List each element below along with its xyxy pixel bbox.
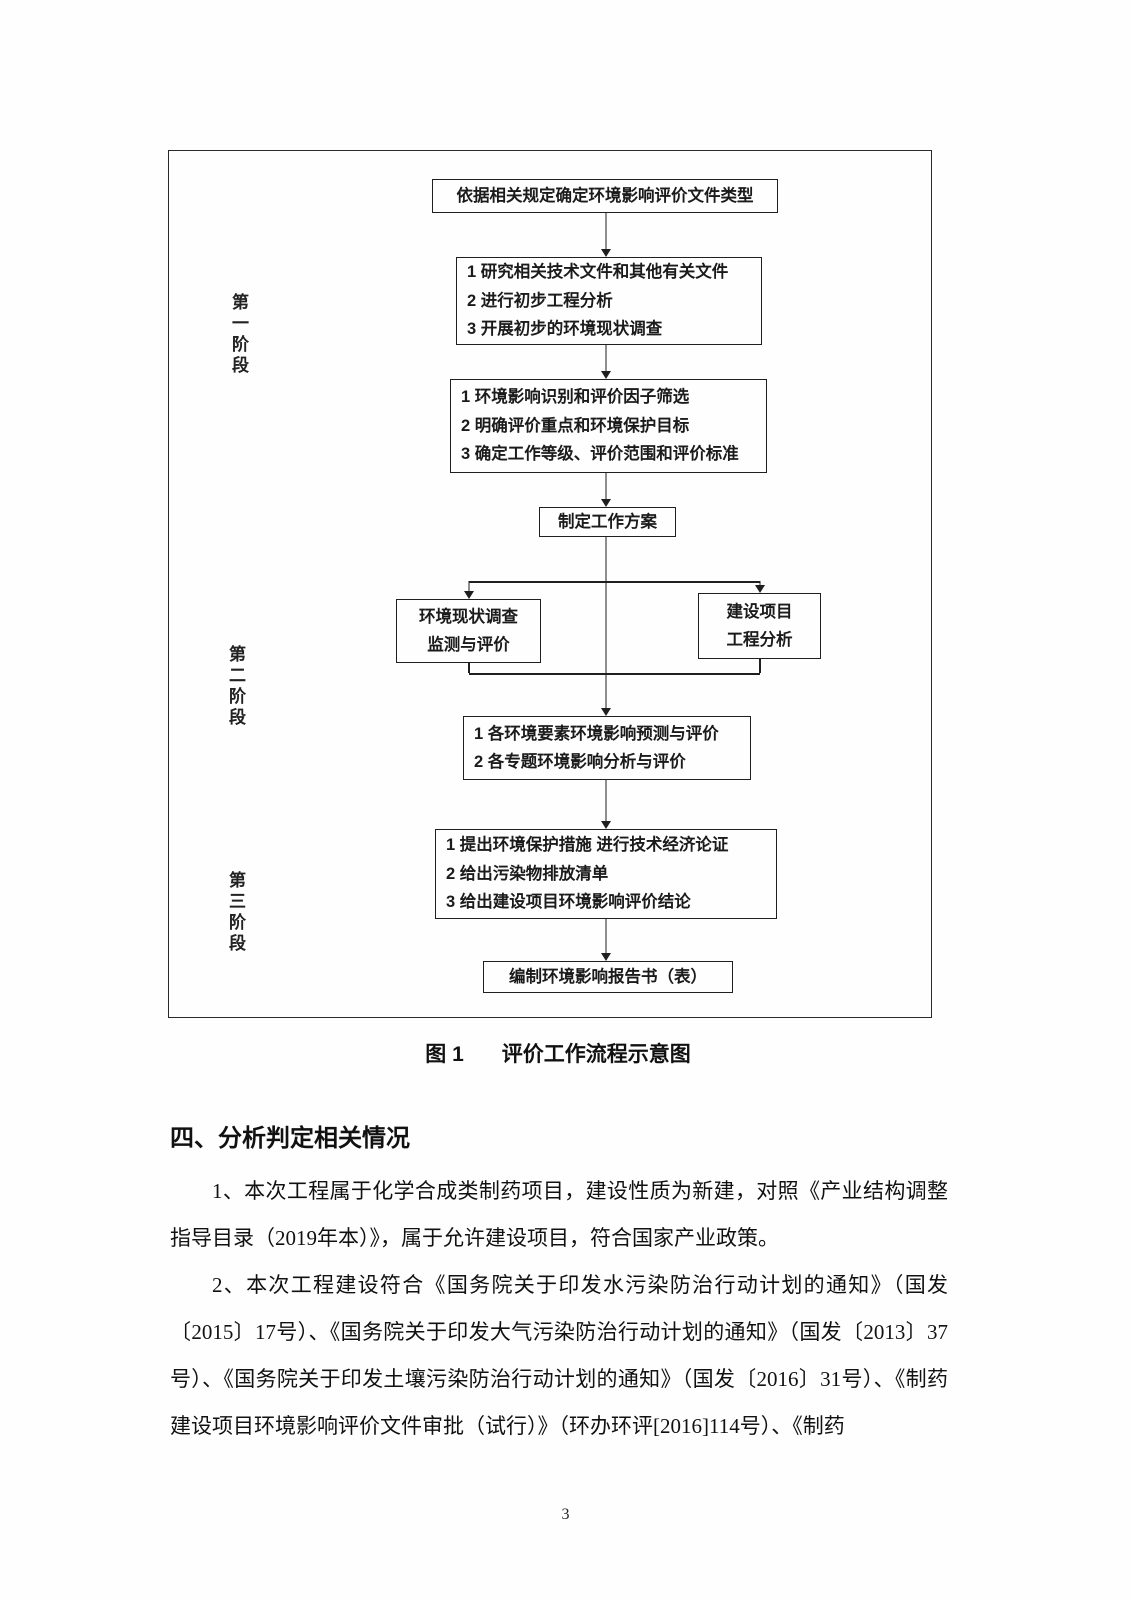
flow-connector-split bbox=[469, 581, 760, 583]
flow-node-line: 3 给出建设项目环境影响评价结论 bbox=[446, 893, 691, 912]
flow-node-line: 编制环境影响报告书（表） bbox=[509, 967, 707, 986]
page-number: 3 bbox=[561, 1506, 570, 1523]
flow-node-line: 1 研究相关技术文件和其他有关文件 bbox=[467, 263, 729, 282]
flow-node-line: 3 开展初步的环境现状调查 bbox=[467, 320, 663, 339]
figure-flowchart: 第一阶段 第二阶段 第三阶段 依据相关规定确定环境影响评价文件类型 1 研究相关… bbox=[168, 150, 932, 1018]
flow-node-line: 3 确定工作等级、评价范围和评价标准 bbox=[461, 445, 739, 464]
flow-arrow bbox=[599, 919, 613, 961]
flow-arrow bbox=[599, 473, 613, 507]
figure-caption: 图 1 评价工作流程示意图 bbox=[170, 1038, 946, 1068]
flow-arrow-left-branch bbox=[462, 581, 476, 599]
flow-connector-merge bbox=[469, 673, 760, 675]
flow-node-line: 1 各环境要素环境影响预测与评价 bbox=[474, 724, 719, 743]
flow-node-stage1-screening: 1 环境影响识别和评价因子筛选 2 明确评价重点和环境保护目标 3 确定工作等级… bbox=[450, 379, 767, 473]
flow-node-line: 建设项目 bbox=[726, 602, 793, 621]
flow-node-env-survey: 环境现状调查 监测与评价 bbox=[396, 599, 541, 663]
flow-node-measures-conclusion: 1 提出环境保护措施 进行技术经济论证 2 给出污染物排放清单 3 给出建设项目… bbox=[435, 829, 777, 919]
flow-arrow bbox=[599, 345, 613, 379]
section-body: 1、本次工程属于化学合成类制药项目，建设性质为新建，对照《产业结构调整指导目录（… bbox=[170, 1168, 948, 1450]
flow-node-impact-prediction: 1 各环境要素环境影响预测与评价 2 各专题环境影响分析与评价 bbox=[463, 716, 751, 780]
phase-label-1: 第一阶段 bbox=[229, 293, 248, 377]
flow-arrow-center bbox=[599, 537, 613, 716]
flow-node-line: 制定工作方案 bbox=[558, 512, 657, 531]
flow-node-project-analysis: 建设项目 工程分析 bbox=[698, 593, 821, 659]
flow-node-line: 2 进行初步工程分析 bbox=[467, 291, 613, 310]
figure-caption-label: 图 1 bbox=[425, 1043, 464, 1066]
flow-node-line: 2 给出污染物排放清单 bbox=[446, 864, 609, 883]
flow-node-line: 1 环境影响识别和评价因子筛选 bbox=[461, 388, 690, 407]
flow-node-work-plan: 制定工作方案 bbox=[539, 507, 676, 537]
flow-arrow-right-branch bbox=[753, 581, 767, 593]
flow-arrow bbox=[599, 780, 613, 829]
figure-caption-title: 评价工作流程示意图 bbox=[501, 1043, 691, 1066]
phase-label-2: 第二阶段 bbox=[226, 645, 245, 729]
flow-connector-right-merge bbox=[759, 659, 761, 673]
flow-node-line: 监测与评价 bbox=[427, 636, 510, 654]
paragraph-1: 1、本次工程属于化学合成类制药项目，建设性质为新建，对照《产业结构调整指导目录（… bbox=[170, 1179, 948, 1250]
flow-node-stage1-tasks: 1 研究相关技术文件和其他有关文件 2 进行初步工程分析 3 开展初步的环境现状… bbox=[456, 257, 762, 345]
flow-node-line: 工程分析 bbox=[726, 631, 793, 649]
paragraph-2: 2、本次工程建设符合《国务院关于印发水污染防治行动计划的通知》（国发〔2015〕… bbox=[170, 1273, 948, 1438]
section-heading: 四、分析判定相关情况 bbox=[170, 1125, 410, 1152]
flow-connector-left-merge bbox=[468, 663, 470, 673]
flow-node-line: 2 明确评价重点和环境保护目标 bbox=[461, 416, 690, 435]
phase-label-3: 第三阶段 bbox=[226, 871, 245, 955]
flow-node-document-type: 依据相关规定确定环境影响评价文件类型 bbox=[432, 179, 778, 213]
flow-node-line: 环境现状调查 bbox=[419, 607, 518, 626]
flow-node-line: 依据相关规定确定环境影响评价文件类型 bbox=[456, 186, 754, 205]
flow-arrow bbox=[599, 213, 613, 257]
flow-node-line: 2 各专题环境影响分析与评价 bbox=[474, 753, 686, 771]
flow-node-report-compilation: 编制环境影响报告书（表） bbox=[483, 961, 733, 993]
flow-node-line: 1 提出环境保护措施 进行技术经济论证 bbox=[446, 836, 729, 855]
